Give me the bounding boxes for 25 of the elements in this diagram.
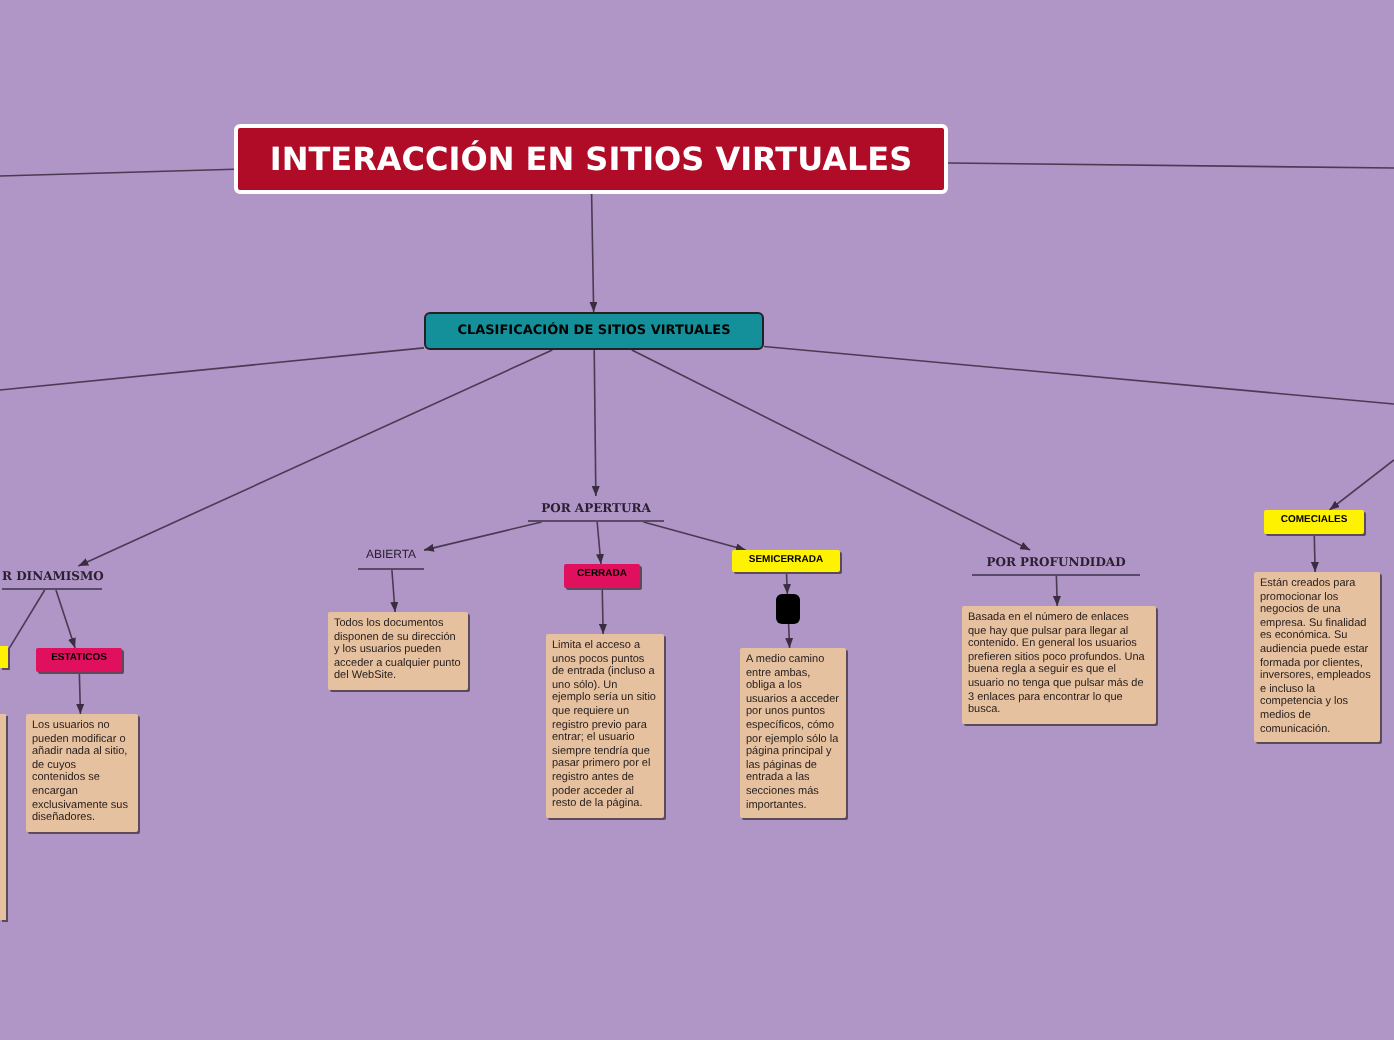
title-box: INTERACCIÓN EN SITIOS VIRTUALES [234, 124, 948, 194]
tag-box [776, 594, 800, 624]
connector-line [631, 349, 1031, 551]
connector-line [591, 349, 600, 497]
connector-line [77, 349, 554, 567]
connector-line [55, 589, 76, 649]
connector-line [390, 569, 399, 613]
connector-line [763, 345, 1394, 405]
connector-line [589, 193, 598, 313]
connector-line [7, 589, 46, 652]
connector-line [1328, 459, 1394, 511]
connector-line [1310, 533, 1319, 573]
tag-box [0, 646, 8, 668]
connector-line [423, 521, 543, 552]
connector-line [947, 162, 1394, 169]
connector-line [596, 521, 604, 565]
connector-line [0, 168, 235, 177]
connector-line [782, 571, 791, 595]
connector-line [598, 587, 607, 635]
note-card [0, 714, 6, 920]
connector-line [1052, 575, 1061, 607]
connector-line [642, 521, 747, 552]
connector-line [785, 623, 794, 649]
connector-line [76, 671, 85, 715]
connector-line [0, 347, 425, 391]
